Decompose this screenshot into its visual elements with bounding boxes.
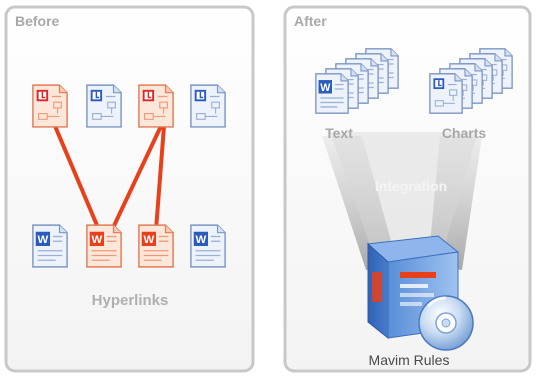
integration-beam: [322, 136, 398, 270]
diagram-document-icon: [190, 84, 226, 128]
word-document-icon: [32, 224, 68, 268]
before-panel: Before Hyperlinks: [4, 5, 255, 373]
integration-beam: [330, 132, 478, 262]
hyperlink-line: [154, 124, 166, 232]
diagram-document-icon: [138, 84, 174, 128]
integration-beam: [428, 136, 482, 270]
word-document-icon: [190, 224, 226, 268]
hyperlink-line: [110, 124, 163, 232]
diagram-document-icon: [32, 84, 68, 128]
after-panel: After Text Charts Integration: [283, 5, 532, 373]
integration-label: Integration: [375, 178, 447, 194]
diagram-document-icon: [429, 73, 463, 114]
before-caption: Hyperlinks: [92, 292, 169, 309]
charts-label: Charts: [442, 125, 487, 141]
word-document-icon: [138, 224, 174, 268]
cd-disc-icon: [418, 295, 474, 351]
word-document-icon: [86, 224, 122, 268]
diagram-document-icon: [86, 84, 122, 128]
text-label: Text: [325, 125, 353, 141]
word-document-icon: [315, 73, 349, 114]
before-title: Before: [15, 13, 60, 29]
hyperlink-line: [53, 124, 101, 232]
after-title: After: [294, 13, 327, 29]
hyperlink-lines: [53, 124, 166, 232]
product-label: Mavim Rules: [369, 352, 450, 368]
